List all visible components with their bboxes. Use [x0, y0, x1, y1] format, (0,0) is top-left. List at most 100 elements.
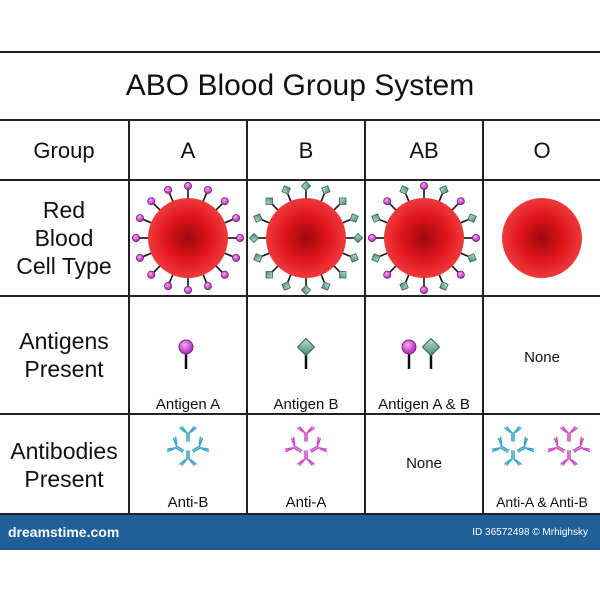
- antigen-a-spike: [201, 272, 212, 291]
- antigen-ab-icon: [401, 337, 441, 369]
- antibody-molecule: [179, 426, 197, 442]
- rbc-group-o-image: [502, 198, 582, 278]
- antibodies-label-line: Present: [24, 466, 104, 492]
- antigen-a-spike: [132, 234, 150, 243]
- row-divider: [0, 179, 600, 181]
- antigen-o-label: None: [524, 349, 560, 366]
- antibody-molecule: [297, 426, 315, 442]
- antigen-a-spike: [383, 197, 398, 212]
- antigen-a-spike: [184, 276, 193, 295]
- antibody-ab-label: None: [406, 455, 442, 472]
- red-blood-cell: [148, 198, 228, 278]
- antigen-a-spike: [135, 251, 154, 262]
- antibodies-row-label: Antibodies Present: [0, 415, 128, 515]
- red-blood-cell: [384, 198, 464, 278]
- antigen-a-spike: [201, 185, 212, 204]
- antigen-b-spike: [458, 251, 477, 263]
- antigen-a-spike: [184, 182, 193, 200]
- abo-table: ABO Blood Group System Group A B AB O Re…: [0, 51, 600, 515]
- antigen-a-spike: [164, 185, 175, 204]
- antibody-molecule: [191, 436, 210, 453]
- antigen-b-spike: [332, 197, 347, 212]
- antibody-molecule: [516, 436, 535, 453]
- footer-credit: ID 36572498 © Mrhighsky: [472, 527, 588, 538]
- antigen-b-spike: [344, 232, 364, 244]
- antigen-a-spike: [222, 214, 241, 225]
- antigen-b-spike: [399, 272, 411, 291]
- antibody-molecule: [297, 450, 315, 466]
- group-label: Group: [33, 138, 95, 163]
- group-o-header: O: [533, 138, 551, 163]
- antigen-a-spike: [383, 264, 398, 279]
- antigen-b-icon: [296, 337, 316, 369]
- antigen-a-spike: [147, 264, 162, 279]
- antigen-b-spike: [458, 213, 477, 225]
- red-blood-cell: [502, 198, 582, 278]
- rbc-label-line: Red: [42, 197, 86, 223]
- antibody-anti-b-icon: [166, 426, 210, 466]
- antigen-a-spike: [164, 272, 175, 291]
- antigen-a-spike: [226, 234, 245, 243]
- antigen-b-spike: [399, 185, 411, 204]
- col-divider: [128, 121, 130, 515]
- footer-brand: dreamstime.com: [8, 524, 120, 540]
- antibody-molecule: [179, 450, 197, 466]
- antibody-a-label: Anti-B: [167, 494, 209, 511]
- footer-bar: dreamstime.com ID 36572498 © Mrhighsky: [0, 515, 600, 550]
- rbc-group-b-image: [248, 180, 364, 296]
- antibody-molecule: [309, 436, 328, 453]
- row-divider: [0, 295, 600, 297]
- antigen-a-spike: [214, 264, 229, 279]
- antigen-b-spike: [437, 185, 449, 204]
- antigens-row-label: Antigens Present: [0, 297, 128, 413]
- antigen-a-label: Antigen A: [155, 396, 221, 413]
- antigen-b-spike: [265, 197, 280, 212]
- antigen-b-spike: [371, 213, 390, 225]
- antigen-a-spike: [135, 214, 154, 225]
- antigen-a-spike: [368, 234, 386, 243]
- antigen-b-spike: [253, 213, 272, 225]
- antibodies-label-line: Antibodies: [10, 438, 118, 464]
- antibody-molecule: [560, 426, 578, 442]
- antigen-a-spike: [420, 276, 429, 295]
- antigen-b-spike: [300, 180, 312, 200]
- antibody-molecule: [560, 450, 578, 466]
- antigen-a-spike: [462, 234, 481, 243]
- antibody-molecule: [166, 436, 185, 453]
- antibody-anti-a-icon: [547, 426, 591, 466]
- group-ab-header: AB: [409, 138, 439, 163]
- antigen-b-spike: [248, 232, 268, 244]
- antibody-o-label: Anti-A & Anti-B: [496, 494, 588, 510]
- rbc-group-ab-image: [368, 182, 481, 295]
- col-divider: [364, 121, 366, 515]
- antibody-b-label: Anti-A: [285, 494, 327, 511]
- antibody-molecule: [547, 436, 566, 453]
- antibody-anti-b-icon: [491, 426, 535, 466]
- antigen-b-spike: [281, 272, 293, 291]
- antigen-b-spike: [319, 185, 331, 204]
- antigen-a-spike: [450, 197, 465, 212]
- antigen-b-spike: [371, 251, 390, 263]
- col-divider: [482, 121, 484, 515]
- antibody-anti-a-icon: [284, 426, 328, 466]
- antigen-b-spike: [340, 213, 359, 225]
- antigen-b-spike: [253, 251, 272, 263]
- antibody-molecule: [504, 426, 522, 442]
- antigen-a-spike: [222, 251, 241, 262]
- red-blood-cell: [266, 198, 346, 278]
- antigens-label-line: Antigens: [19, 328, 109, 354]
- rbc-row-label: Red Blood Cell Type: [0, 181, 128, 295]
- group-a-header: A: [180, 138, 196, 163]
- antigen-b-spike: [340, 251, 359, 263]
- antigen-ab-label: Antigen A & B: [378, 396, 470, 413]
- antigens-label-line: Present: [24, 356, 104, 382]
- col-divider: [246, 121, 248, 515]
- antibody-molecule: [504, 450, 522, 466]
- antigen-b-spike: [300, 276, 312, 296]
- antibody-molecule: [491, 436, 510, 453]
- antigen-a-icon: [178, 339, 194, 369]
- antigen-b-label: Antigen B: [273, 396, 339, 413]
- rbc-label-line: Cell Type: [16, 253, 112, 279]
- row-divider: [0, 413, 600, 415]
- antigen-b-spike: [319, 272, 331, 291]
